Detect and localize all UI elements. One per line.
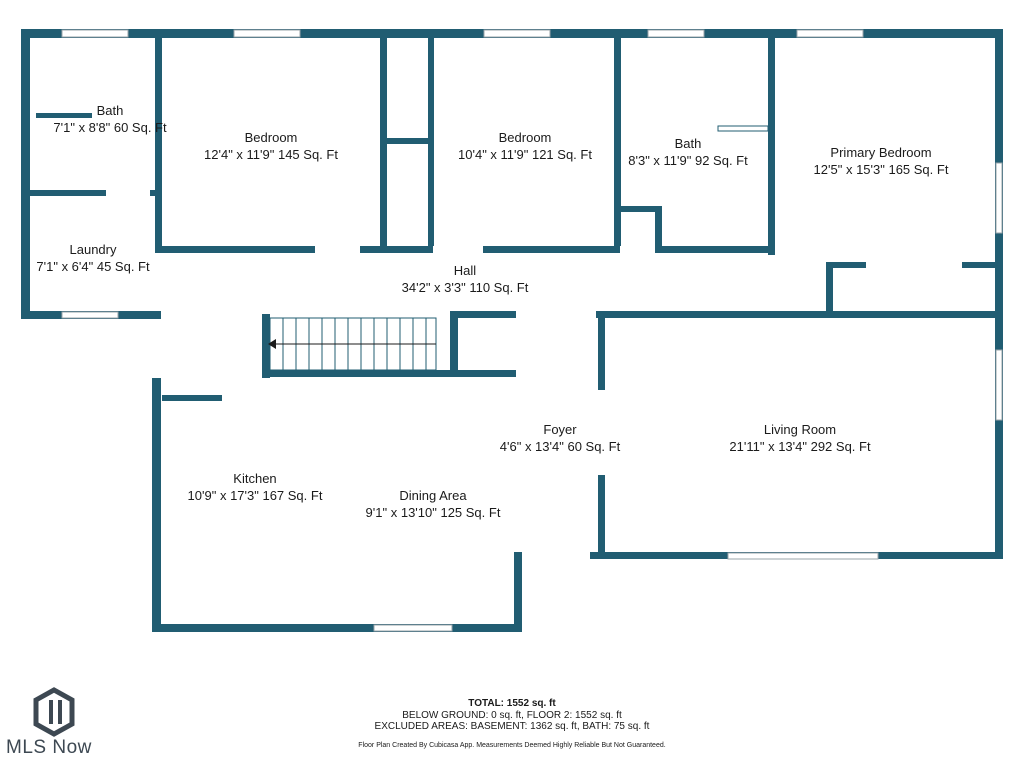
room-label-bath-2: Bath 8'3" x 11'9" 92 Sq. Ft xyxy=(628,136,748,168)
room-label-bath-1: Bath 7'1" x 8'8" 60 Sq. Ft xyxy=(53,103,167,135)
footer-credit: Floor Plan Created By Cubicasa App. Meas… xyxy=(358,742,666,749)
stairs xyxy=(269,317,437,371)
room-label-kitchen: Kitchen 10'9" x 17'3" 167 Sq. Ft xyxy=(187,471,323,503)
room-label-bedroom-2: Bedroom 10'4" x 11'9" 121 Sq. Ft xyxy=(458,130,592,162)
door-openings xyxy=(106,190,775,559)
vanity xyxy=(717,125,769,132)
mls-now-logo-icon xyxy=(33,687,75,737)
room-label-living-room: Living Room 21'11" x 13'4" 292 Sq. Ft xyxy=(729,422,871,454)
stairs-arrow-icon xyxy=(268,339,276,349)
logo-text: MLS Now xyxy=(6,737,92,758)
walls xyxy=(21,29,1003,632)
footer-line-2: EXCLUDED AREAS: BASEMENT: 1362 sq. ft, B… xyxy=(374,721,650,732)
room-label-hall: Hall 34'2" x 3'3" 110 Sq. Ft xyxy=(401,263,529,295)
footer-line-1: BELOW GROUND: 0 sq. ft, FLOOR 2: 1552 sq… xyxy=(402,710,622,721)
windows xyxy=(61,29,1003,632)
room-label-bedroom-1: Bedroom 12'4" x 11'9" 145 Sq. Ft xyxy=(204,130,338,162)
room-label-dining-area: Dining Area 9'1" x 13'10" 125 Sq. Ft xyxy=(365,488,501,520)
room-label-primary-bedroom: Primary Bedroom 12'5" x 15'3" 165 Sq. Ft xyxy=(813,145,949,177)
footer-total: TOTAL: 1552 sq. ft xyxy=(468,698,556,709)
room-label-laundry: Laundry 7'1" x 6'4" 45 Sq. Ft xyxy=(36,242,150,274)
room-label-foyer: Foyer 4'6" x 13'4" 60 Sq. Ft xyxy=(499,422,621,454)
